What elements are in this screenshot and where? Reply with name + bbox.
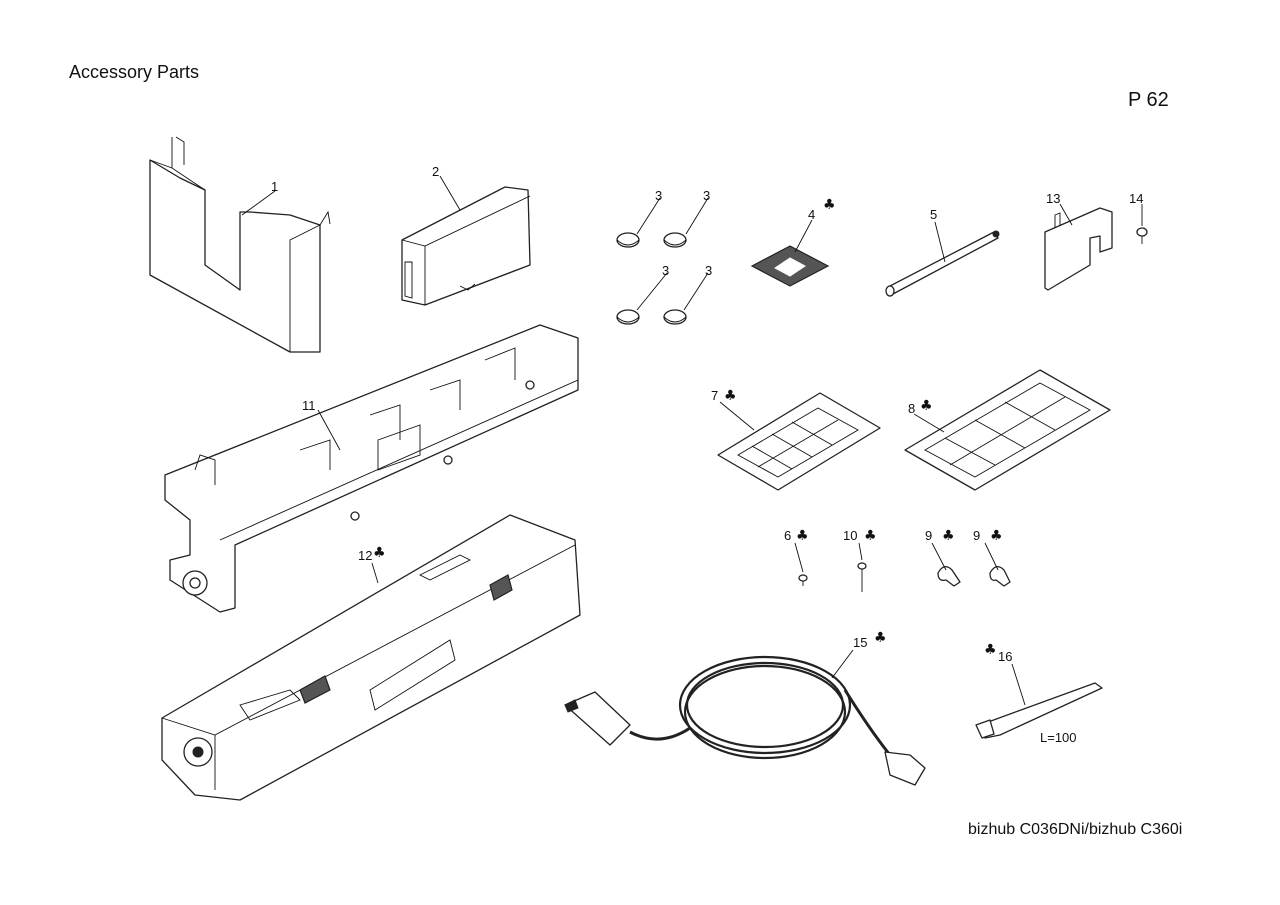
callout-16-club-icon: ♣: [984, 642, 997, 658]
part-3-feet: [616, 232, 687, 325]
callout-7: 7: [711, 388, 718, 403]
part-14-screw: [1136, 227, 1148, 244]
callout-3b: 3: [703, 188, 710, 203]
part-1-cover: [149, 136, 331, 353]
callout-labels: 1 2 3 3 3 3 4 ♣ 5 13 14 11 7 ♣ 8 ♣ 12 ♣ …: [271, 164, 1143, 745]
callout-12: 12: [358, 548, 372, 563]
callout-6: 6: [784, 528, 791, 543]
callout-4-club-icon: ♣: [823, 197, 836, 213]
callout-10: 10: [843, 528, 857, 543]
callout-8: 8: [908, 401, 915, 416]
callout-3d: 3: [705, 263, 712, 278]
callout-1: 1: [271, 179, 278, 194]
callout-4: 4: [808, 207, 815, 222]
callout-13: 13: [1046, 191, 1060, 206]
callout-9a-club-icon: ♣: [942, 528, 955, 544]
callout-15: 15: [853, 635, 867, 650]
part-12-unit: [161, 514, 581, 801]
part-13-bracket: [1044, 207, 1113, 291]
part-10-screw: [857, 562, 867, 592]
callout-10-club-icon: ♣: [864, 528, 877, 544]
cable-tie-length-label: L=100: [1040, 730, 1077, 745]
part-8-label-sheet: [904, 369, 1111, 491]
part-7-label-sheet: [717, 392, 881, 491]
page-title: Accessory Parts: [69, 62, 200, 82]
callout-15-club-icon: ♣: [874, 630, 887, 646]
callout-6-club-icon: ♣: [796, 528, 809, 544]
callout-3c: 3: [662, 263, 669, 278]
part-9-clamps: [937, 566, 1011, 587]
callout-11: 11: [302, 398, 316, 413]
callout-8-club-icon: ♣: [920, 398, 933, 414]
callout-7-club-icon: ♣: [724, 388, 737, 404]
callout-9a: 9: [925, 528, 932, 543]
part-4-nfc-label: [750, 245, 830, 287]
callout-9b: 9: [973, 528, 980, 543]
callout-16: 16: [998, 649, 1012, 664]
callout-12-club-icon: ♣: [373, 545, 386, 561]
leader-lines: [241, 175, 1143, 706]
part-5-rod: [885, 230, 1000, 297]
callout-9b-club-icon: ♣: [990, 528, 1003, 544]
callout-5: 5: [930, 207, 937, 222]
model-name: bizhub C036DNi/bizhub C360i: [968, 821, 1183, 838]
page-code: P 62: [1128, 89, 1169, 111]
part-6-screw: [798, 574, 808, 586]
part-16-cable-tie: [975, 682, 1103, 739]
part-11-frame: [164, 324, 579, 613]
part-15-power-cord: [564, 655, 926, 786]
callout-2: 2: [432, 164, 439, 179]
callout-14: 14: [1129, 191, 1143, 206]
callout-3a: 3: [655, 188, 662, 203]
part-2-box-cover: [401, 186, 531, 306]
